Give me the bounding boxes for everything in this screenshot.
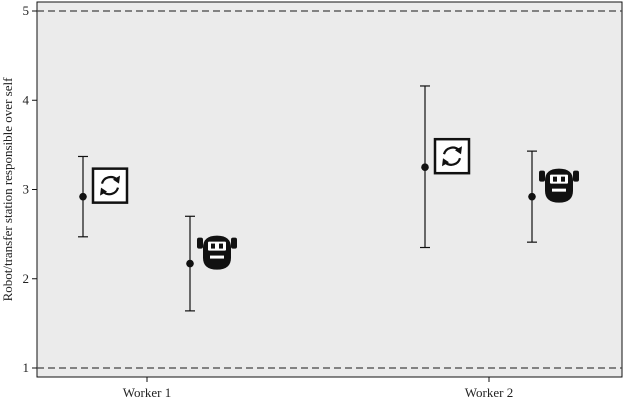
y-tick-label: 3 (23, 182, 30, 197)
mean-point (528, 192, 536, 201)
robot-left-ear (197, 237, 203, 249)
y-tick-label: 5 (23, 3, 30, 18)
cycle-arrowhead-bottom (442, 158, 449, 167)
x-tick-label: Worker 2 (465, 385, 513, 400)
y-tick-label: 2 (23, 271, 30, 286)
cycle-arrowhead-top (113, 175, 120, 184)
x-tick-label: Worker 1 (123, 385, 171, 400)
mean-point (186, 259, 194, 268)
data-point (78, 155, 129, 238)
robot-left-eye (553, 176, 557, 182)
robot-icon (545, 168, 573, 203)
y-tick-label: 1 (23, 360, 30, 375)
robot-right-ear (573, 170, 579, 182)
robot-visor (208, 241, 226, 251)
reference-lines (37, 10, 622, 369)
x-axis: Worker 1 Worker 2 (123, 377, 513, 400)
robot-mouth (210, 255, 224, 259)
y-axis-label: Robot/transfer station responsible over … (0, 77, 15, 302)
robot-left-ear (539, 170, 545, 182)
plot-area (36, 1, 623, 378)
mean-point (79, 192, 87, 201)
cycle-arrowhead-top (455, 146, 462, 155)
mean-point (421, 163, 429, 171)
transfer-station-icon (91, 167, 129, 204)
robot-mouth (552, 188, 566, 192)
data-points (78, 85, 579, 312)
robot-right-ear (231, 237, 237, 249)
robot-icon (203, 235, 231, 270)
y-axis: 1 2 3 4 5 (23, 3, 37, 375)
robot-left-eye (211, 243, 215, 249)
robot-visor (550, 174, 568, 184)
y-tick-label: 4 (23, 92, 30, 107)
transfer-station-icon (433, 137, 471, 175)
data-point (527, 150, 579, 243)
cycle-arrowhead-bottom (100, 187, 107, 196)
data-point (185, 215, 237, 312)
data-point (420, 85, 471, 249)
robot-right-eye (561, 176, 565, 182)
robot-right-eye (219, 243, 223, 249)
